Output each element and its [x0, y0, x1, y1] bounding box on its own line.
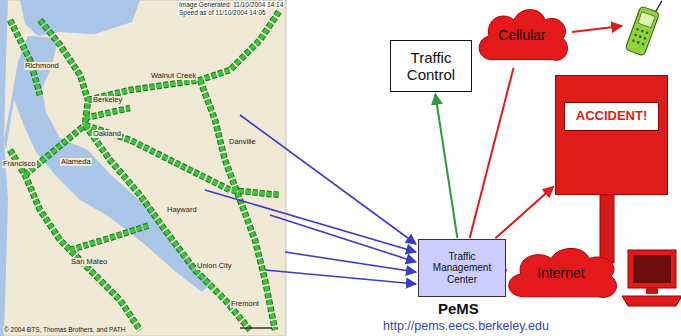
node-label: Traffic Management Center	[423, 251, 501, 286]
map-scale	[240, 328, 272, 329]
map-label: Francisco	[2, 160, 37, 168]
cellular-link	[572, 26, 622, 32]
sensor-feed-arrow	[205, 115, 416, 284]
internet-cloud: Internet	[500, 243, 622, 303]
map-label: Speed as of 11/10/2004 14:05	[178, 9, 267, 16]
system-name: PeMS	[438, 301, 479, 318]
management-box: Traffic Management Center	[418, 239, 506, 297]
cloud-outline	[479, 10, 567, 61]
map-label: Hayward	[166, 206, 198, 214]
cell-phone-icon	[625, 0, 664, 56]
node-label: Cellular	[498, 27, 545, 43]
map-label: Richmond	[24, 62, 60, 70]
bay-area-map	[0, 0, 286, 336]
map-label: Fremont	[230, 300, 260, 308]
sign-post	[600, 195, 614, 263]
map-label: Danville	[228, 138, 257, 146]
control-box: Traffic Control	[390, 40, 472, 92]
cloud-outline	[509, 248, 617, 297]
map-label: © 2004 BTS, Thomas Brothers, and PATH	[3, 326, 126, 333]
node-label: Traffic Control	[395, 49, 467, 84]
map-label: Union City	[196, 262, 233, 270]
sign-text: ACCIDENT!	[564, 102, 659, 131]
freeway-sensors	[10, 10, 280, 330]
freeway-sensors	[10, 10, 280, 330]
computer-icon	[622, 250, 681, 306]
connector	[495, 187, 553, 239]
connector	[435, 94, 457, 238]
map-label: Alameda	[60, 158, 92, 166]
connector	[470, 68, 514, 238]
node-label: Internet	[537, 265, 584, 281]
map-label: Image Generated: 11/10/2004 14:14	[178, 1, 284, 8]
map-label: Walnut Creek	[150, 72, 197, 80]
cellular-cloud: Cellular	[472, 4, 572, 66]
map-label: San Mateo	[70, 258, 108, 266]
accident-sign: ACCIDENT!	[555, 75, 668, 195]
web-address: http://pems.eecs.berkeley.edu	[383, 320, 549, 334]
map-label: Berkeley	[92, 96, 123, 104]
map-label: Oakland	[92, 130, 122, 138]
